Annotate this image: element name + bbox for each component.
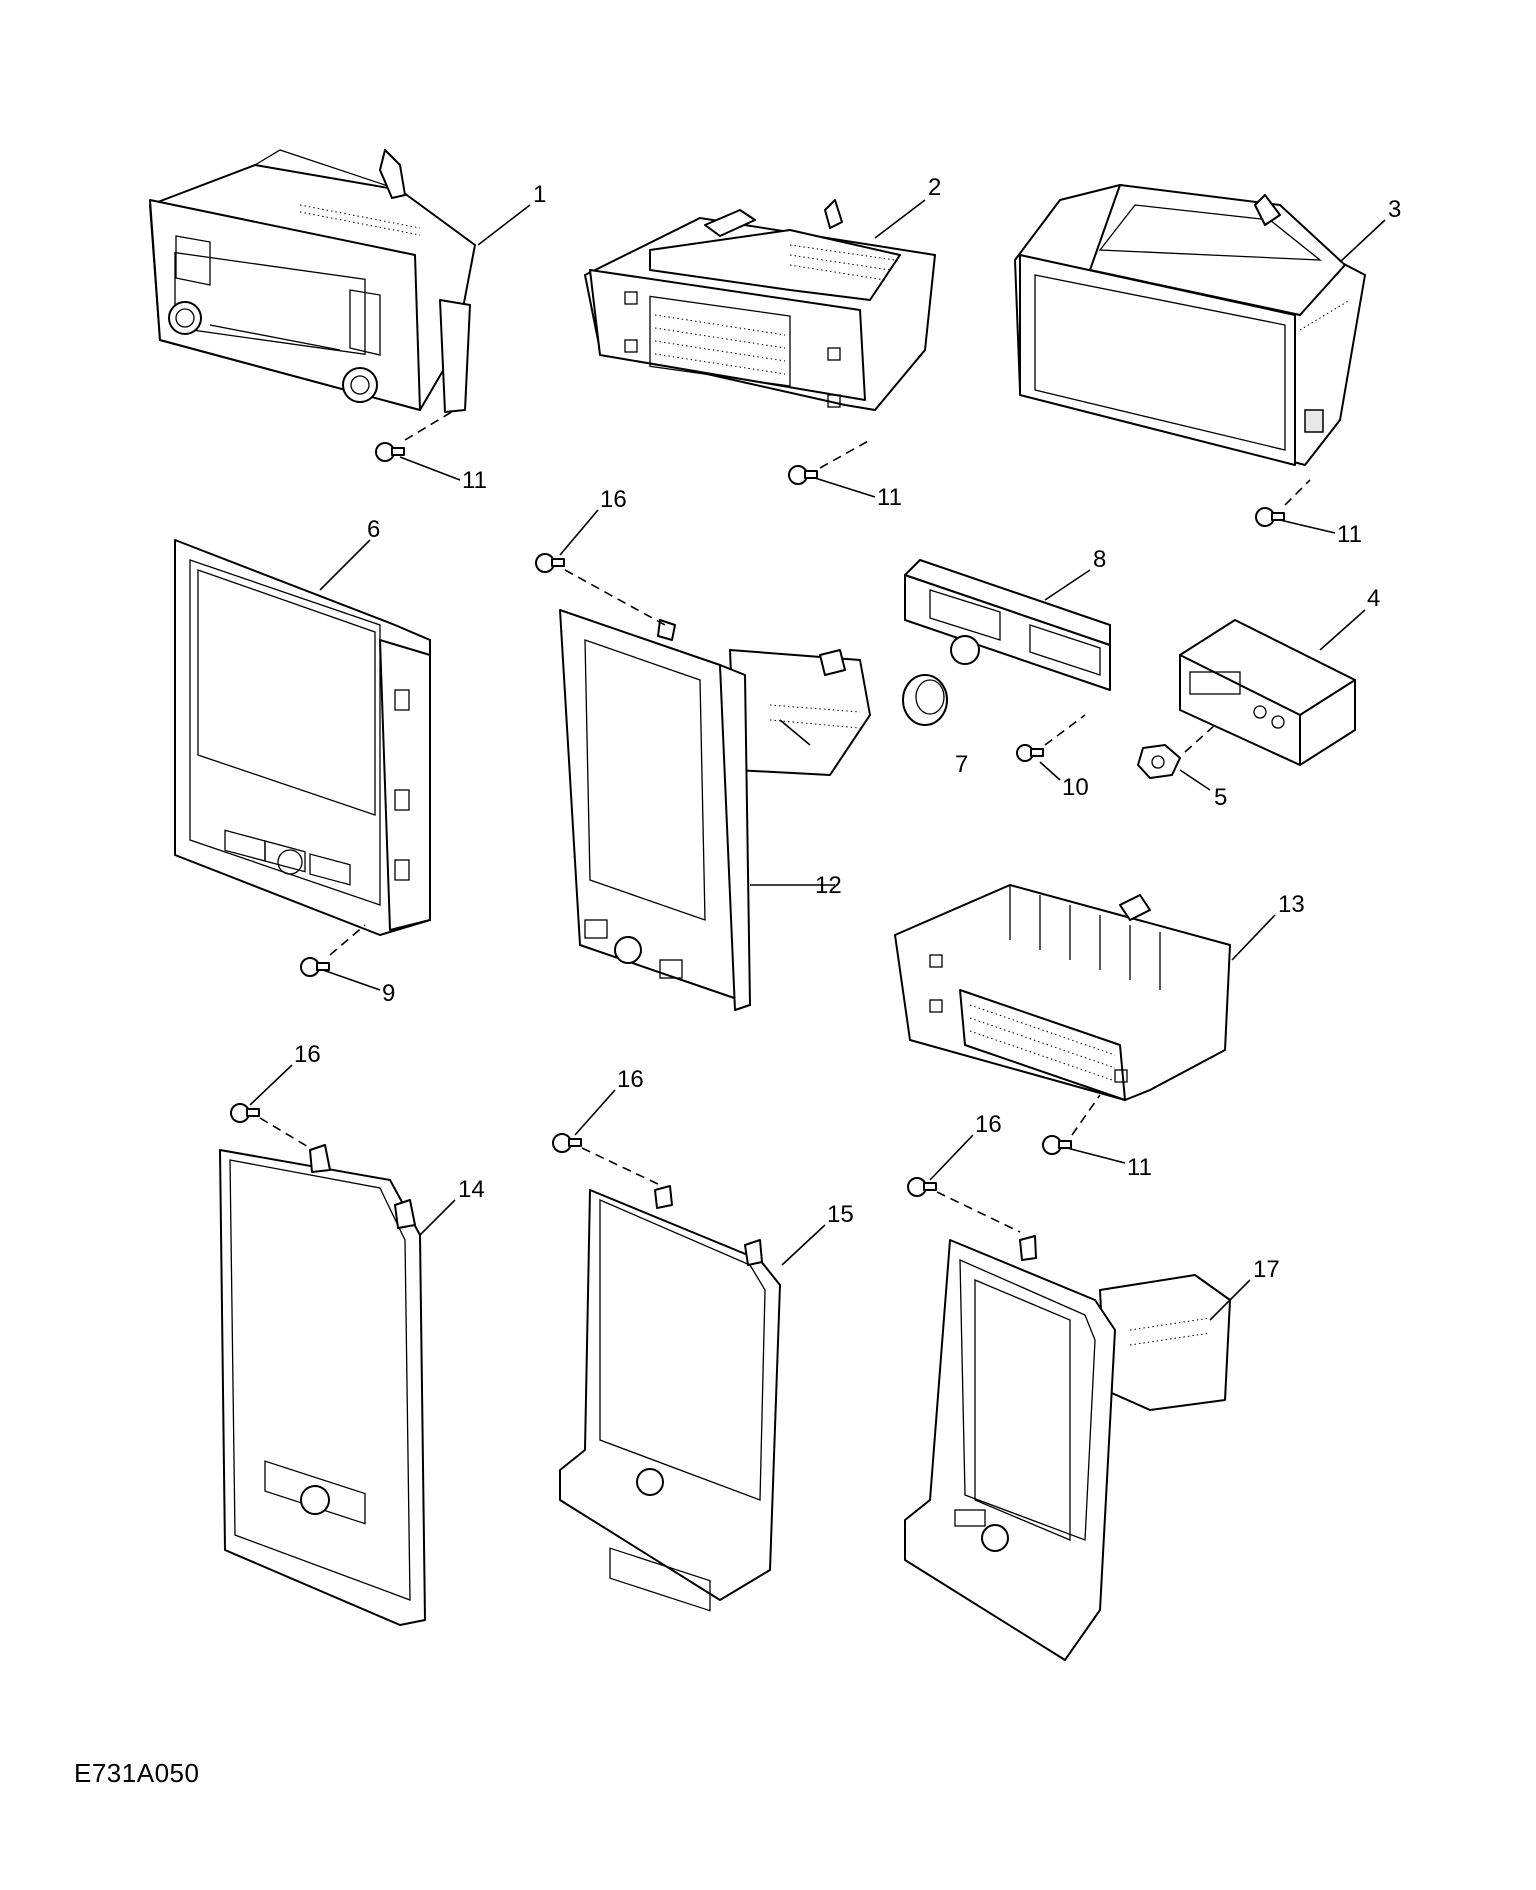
callout-15: 15 [827,1201,854,1228]
callout-8: 8 [1093,546,1106,573]
screw-11-d [1042,1135,1072,1155]
callout-1: 1 [533,181,546,208]
callout-11-a: 11 [462,467,487,494]
callout-3: 3 [1388,196,1401,223]
screw-16-d [907,1177,937,1197]
callout-16-a: 16 [600,486,627,513]
screw-16-a [535,553,565,573]
screw-11-a [375,442,405,462]
installation-lines [259,409,1311,1233]
part-8-switch-pack [904,559,1111,691]
part-13-amplifier-chassis [894,884,1231,1101]
callout-2: 2 [928,174,941,201]
screw-11-b [788,465,818,485]
screw-10 [1016,744,1044,762]
callouts: 1 2 3 4 5 6 7 8 9 10 11 11 11 11 12 13 1… [294,174,1401,1283]
callout-13: 13 [1278,891,1305,918]
screw-11-c [1255,507,1285,527]
part-3-display-unit [1014,184,1366,466]
callout-4: 4 [1367,585,1380,612]
fasteners [230,442,1285,1197]
callout-11-c: 11 [1337,521,1362,548]
part-1-radio-unit [149,149,476,413]
callout-7: 7 [955,751,968,778]
callout-11-d: 11 [1127,1154,1152,1181]
callout-6: 6 [367,516,380,543]
part-14-portrait-bezel [219,1144,426,1626]
part-15-curved-bezel [559,1185,781,1612]
part-12-portrait-display-unit [559,609,871,1011]
callout-16-b: 16 [294,1041,321,1068]
part-2-chassis [584,199,936,411]
diagram-code: E731A050 [74,1758,200,1788]
part-17-curved-display-unit [904,1235,1231,1661]
callout-11-b: 11 [877,484,902,511]
callout-16-d: 16 [975,1111,1002,1138]
screw-9 [300,957,330,977]
screw-16-b [230,1103,260,1123]
callout-14: 14 [458,1176,485,1203]
part-7-knob [902,674,948,726]
callout-10: 10 [1062,774,1089,801]
leader-lines [249,199,1386,1321]
part-4-module [1179,619,1356,766]
part-6-display-bezel [174,539,431,936]
callout-17: 17 [1253,1256,1280,1283]
callout-5: 5 [1214,784,1227,811]
part-5-nut [1137,744,1181,779]
screw-16-c [552,1133,582,1153]
callout-16-c: 16 [617,1066,644,1093]
callout-12: 12 [815,872,842,899]
callout-9: 9 [382,980,395,1007]
